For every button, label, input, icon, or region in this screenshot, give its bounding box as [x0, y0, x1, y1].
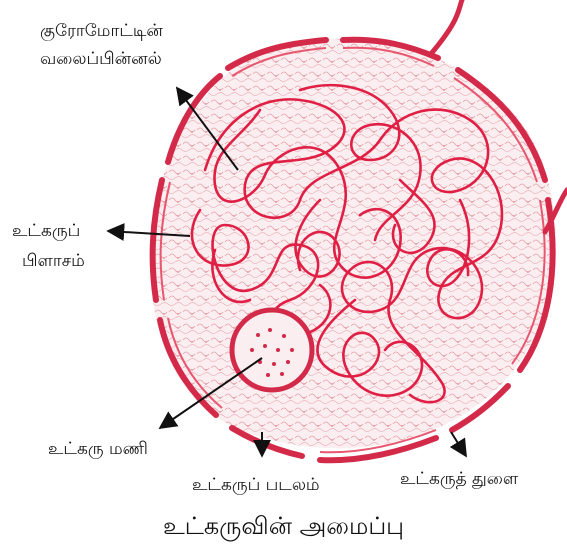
label-nuclear-pore: உட்கருத் துளை	[400, 466, 518, 492]
label-nuclear-membrane: உட்கருப் படலம்	[192, 472, 320, 498]
label-nucleoplasm-line2: பிளாசம்	[22, 248, 85, 274]
label-chromatin-line2: வலைப்பின்னல்	[40, 46, 162, 72]
label-nucleolus: உட்கரு மணி	[48, 436, 148, 462]
diagram-caption: உட்கருவின் அமைப்பு	[0, 512, 567, 543]
er-strand	[430, 0, 462, 55]
nucleolus	[232, 310, 312, 390]
label-chromatin-line1: குரோமோட்டின்	[40, 18, 163, 44]
arrow-pore	[451, 432, 466, 456]
label-nucleoplasm-line1: உட்கருப்	[12, 218, 80, 244]
